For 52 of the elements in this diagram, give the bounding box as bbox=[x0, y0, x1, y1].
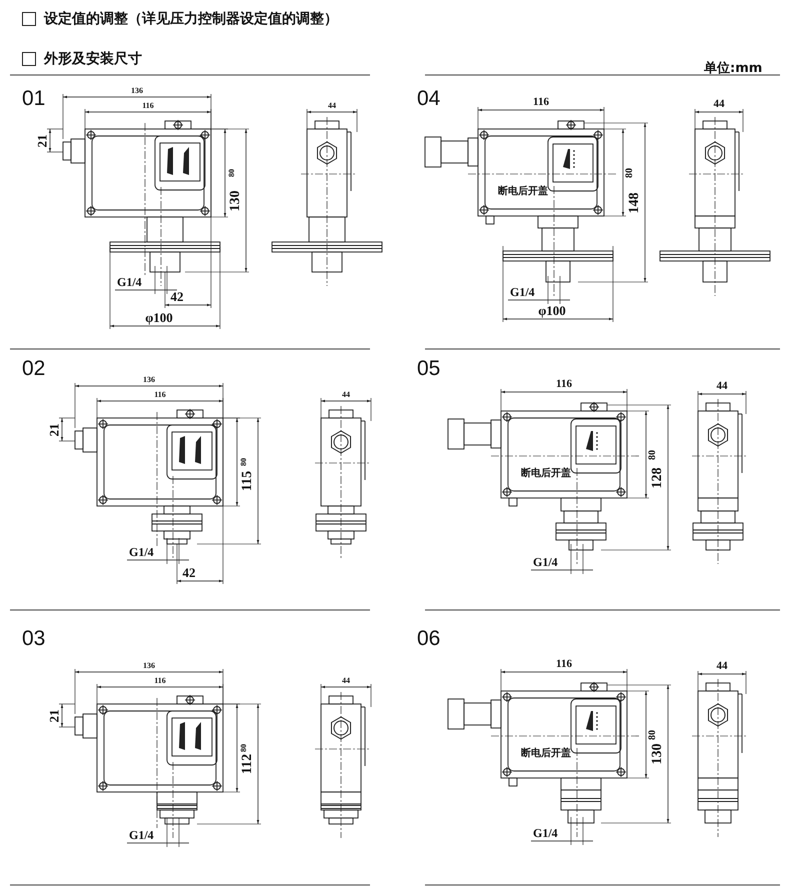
dimension-label: G1/4 bbox=[117, 276, 142, 288]
section-heading: 外形及安装尺寸 bbox=[44, 52, 142, 66]
dimension-label: 44 bbox=[328, 102, 336, 110]
housing-text: 断电后开盖 bbox=[521, 749, 571, 759]
dimension-label: 136 bbox=[143, 376, 155, 384]
dimension-label: 136 bbox=[131, 87, 143, 95]
dimension-label: 80 bbox=[648, 450, 658, 460]
dimension-label: 148 bbox=[628, 192, 642, 213]
figure-number: 05 bbox=[417, 358, 440, 379]
dimension-label: G1/4 bbox=[129, 829, 154, 841]
dimension-label: 116 bbox=[556, 379, 572, 390]
housing-text: 断电后开盖 bbox=[498, 187, 548, 197]
unit-label: 单位:mm bbox=[704, 62, 762, 75]
dimension-label: G1/4 bbox=[129, 546, 154, 558]
figure-number: 02 bbox=[22, 358, 46, 379]
housing-text: 断电后开盖 bbox=[521, 469, 571, 479]
dimension-label: 116 bbox=[154, 677, 166, 685]
section-heading: 设定值的调整（详见压力控制器设定值的调整） bbox=[44, 12, 338, 26]
dimension-label: G1/4 bbox=[533, 556, 558, 568]
dimension-label: 80 bbox=[625, 168, 635, 178]
figure-number: 04 bbox=[417, 88, 440, 109]
dimension-label: 42 bbox=[182, 566, 196, 579]
dimension-label: 136 bbox=[143, 662, 155, 670]
figure-number: 06 bbox=[417, 628, 440, 649]
dimension-label: 112 bbox=[241, 754, 255, 774]
dimension-label: G1/4 bbox=[533, 827, 558, 839]
dimension-label: 80 bbox=[648, 730, 658, 740]
dimension-label: 116 bbox=[556, 659, 572, 670]
dimension-label: G1/4 bbox=[510, 286, 535, 298]
dimension-label: 21 bbox=[48, 423, 60, 436]
dimension-label: 116 bbox=[154, 391, 166, 399]
dimension-label: 80 bbox=[240, 458, 248, 466]
dimension-label: 21 bbox=[48, 709, 60, 722]
dimension-label: 80 bbox=[228, 169, 236, 177]
dimension-label: 42 bbox=[170, 290, 184, 303]
dimension-label: 21 bbox=[36, 134, 48, 147]
dimension-label: φ100 bbox=[538, 304, 566, 317]
dimension-label: 44 bbox=[716, 661, 728, 672]
figure-number: 01 bbox=[22, 88, 46, 109]
figure-number: 03 bbox=[22, 628, 46, 649]
dimension-label: 80 bbox=[240, 744, 248, 752]
dimension-label: 44 bbox=[714, 99, 724, 110]
dimension-label: 116 bbox=[533, 97, 549, 108]
dimension-label: 44 bbox=[342, 391, 350, 399]
dimension-label: 130 bbox=[229, 190, 243, 211]
dimension-label: 130 bbox=[651, 744, 665, 764]
dimension-label: φ100 bbox=[145, 311, 173, 324]
dimension-label: 128 bbox=[651, 467, 665, 488]
dimension-label: 116 bbox=[142, 102, 154, 110]
dimension-label: 44 bbox=[342, 677, 350, 685]
dimension-label: 115 bbox=[241, 470, 255, 492]
dimension-label: 44 bbox=[716, 381, 728, 392]
